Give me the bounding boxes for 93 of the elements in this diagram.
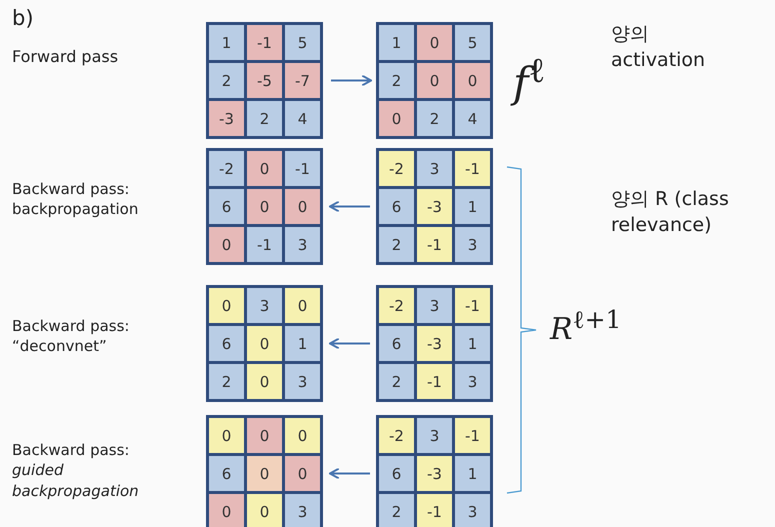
matrix-cell: 5 xyxy=(285,25,320,60)
matrix-grid xyxy=(376,285,493,402)
matrix-cell: 2 xyxy=(379,63,414,98)
matrix-cell: 1 xyxy=(209,25,244,60)
matrix-cell: 0 xyxy=(285,418,320,453)
matrix-cell: -5 xyxy=(247,63,282,98)
arrow xyxy=(331,74,372,86)
matrix-cell: 3 xyxy=(455,494,490,527)
matrix-cell: 0 xyxy=(417,63,452,98)
matrix-cell: -2 xyxy=(379,288,414,323)
matrix-cell: 2 xyxy=(209,63,244,98)
matrix-cell: 2 xyxy=(209,364,244,399)
matrix-cell: 1 xyxy=(285,326,320,361)
row-label: Backward pass: guided backpropagation xyxy=(12,440,140,501)
matrix-cell: -1 xyxy=(455,418,490,453)
matrix-cell: -1 xyxy=(455,288,490,323)
matrix-grid xyxy=(206,415,323,527)
matrix-cell: 6 xyxy=(379,189,414,224)
matrix-cell: -3 xyxy=(209,101,244,136)
matrix-cell: -1 xyxy=(247,227,282,262)
matrix-cell: 2 xyxy=(379,227,414,262)
matrix-cell: 0 xyxy=(247,456,282,491)
matrix-cell: 3 xyxy=(417,288,452,323)
matrix-cell: -3 xyxy=(417,326,452,361)
matrix-grid xyxy=(206,148,323,265)
matrix-cell: 1 xyxy=(455,456,490,491)
matrix-cell: 3 xyxy=(285,364,320,399)
matrix-cell: 3 xyxy=(455,364,490,399)
row-label: Backward pass: backpropagation xyxy=(12,179,140,220)
matrix-cell: -3 xyxy=(417,456,452,491)
matrix-cell: 0 xyxy=(247,151,282,186)
matrix-cell: 2 xyxy=(417,101,452,136)
matrix-cell: 1 xyxy=(455,189,490,224)
matrix-grid xyxy=(376,148,493,265)
matrix-grid xyxy=(376,22,493,139)
matrix-cell: 6 xyxy=(379,456,414,491)
matrix-cell: -1 xyxy=(285,151,320,186)
arrow xyxy=(329,338,370,350)
matrix-cell: 5 xyxy=(455,25,490,60)
matrix-cell: 0 xyxy=(285,456,320,491)
matrix-cell: 0 xyxy=(247,494,282,527)
matrix-cell: 0 xyxy=(247,326,282,361)
matrix-cell: 0 xyxy=(285,189,320,224)
row-label: Backward pass: “deconvnet” xyxy=(12,316,130,356)
matrix-cell: 3 xyxy=(285,494,320,527)
matrix-cell: 6 xyxy=(209,326,244,361)
matrix-cell: 6 xyxy=(379,326,414,361)
matrix-grid xyxy=(206,22,323,139)
matrix-grid xyxy=(376,415,493,527)
matrix-cell: 2 xyxy=(379,494,414,527)
matrix-cell: -1 xyxy=(247,25,282,60)
matrix-cell: 6 xyxy=(209,189,244,224)
matrix-cell: 6 xyxy=(209,456,244,491)
matrix-cell: 1 xyxy=(455,326,490,361)
matrix-cell: -2 xyxy=(209,151,244,186)
matrix-cell: -1 xyxy=(417,494,452,527)
matrix-cell: -7 xyxy=(285,63,320,98)
matrix-cell: 0 xyxy=(247,418,282,453)
matrix-cell: -3 xyxy=(417,189,452,224)
panel-label: b) xyxy=(12,5,35,32)
matrix-cell: 0 xyxy=(209,288,244,323)
matrix-cell: 1 xyxy=(379,25,414,60)
matrix-cell: 0 xyxy=(417,25,452,60)
matrix-cell: 3 xyxy=(455,227,490,262)
matrix-cell: 0 xyxy=(285,288,320,323)
matrix-cell: 2 xyxy=(379,364,414,399)
matrix-cell: 2 xyxy=(247,101,282,136)
annotation-text: 양의 activation xyxy=(611,22,706,73)
matrix-cell: 0 xyxy=(209,494,244,527)
matrix-cell: 0 xyxy=(379,101,414,136)
matrix-cell: 4 xyxy=(285,101,320,136)
matrix-cell: 0 xyxy=(247,364,282,399)
matrix-grid xyxy=(206,285,323,402)
matrix-cell: 4 xyxy=(455,101,490,136)
matrix-cell: -2 xyxy=(379,418,414,453)
matrix-cell: 3 xyxy=(247,288,282,323)
matrix-cell: 3 xyxy=(285,227,320,262)
annotation-text: 양의 R (class relevance) xyxy=(611,187,730,238)
matrix-cell: -1 xyxy=(417,227,452,262)
row-label: Forward pass xyxy=(12,46,120,68)
matrix-cell: 0 xyxy=(455,63,490,98)
matrix-cell: -1 xyxy=(455,151,490,186)
matrix-cell: -2 xyxy=(379,151,414,186)
math-symbol: f$^{ℓ}$ xyxy=(513,48,583,112)
matrix-cell: 0 xyxy=(247,189,282,224)
matrix-cell: 3 xyxy=(417,418,452,453)
matrix-cell: -1 xyxy=(417,364,452,399)
matrix-cell: 0 xyxy=(209,418,244,453)
arrow xyxy=(329,200,370,212)
math-symbol: R$^{ℓ+1}$ xyxy=(550,304,622,349)
matrix-cell: 3 xyxy=(417,151,452,186)
arrow xyxy=(329,468,370,480)
matrix-cell: 0 xyxy=(209,227,244,262)
